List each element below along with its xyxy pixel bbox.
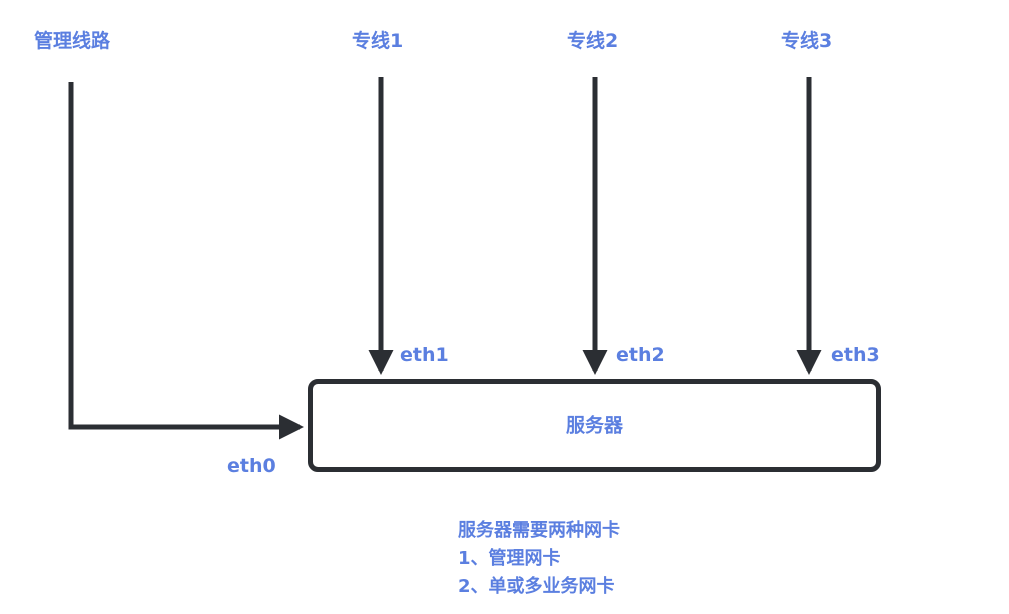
- eth1-label: eth1: [400, 344, 449, 366]
- note-title: 服务器需要两种网卡: [458, 520, 620, 541]
- note-item: 1、管理网卡: [458, 548, 561, 569]
- line1-label: 专线1: [352, 30, 404, 52]
- note-block: 服务器需要两种网卡 1、管理网卡 2、单或多业务网卡: [458, 517, 620, 601]
- eth0-label: eth0: [227, 455, 276, 477]
- server-label: 服务器: [565, 414, 623, 436]
- eth2-label: eth2: [616, 344, 665, 366]
- eth3-label: eth3: [831, 344, 880, 366]
- management-line-arrow: [68, 82, 305, 440]
- note-item: 2、单或多业务网卡: [458, 576, 615, 597]
- management-line-label: 管理线路: [34, 30, 111, 52]
- server-box: 服务器: [308, 379, 881, 472]
- line3-label: 专线3: [781, 30, 833, 52]
- line2-label: 专线2: [567, 30, 619, 52]
